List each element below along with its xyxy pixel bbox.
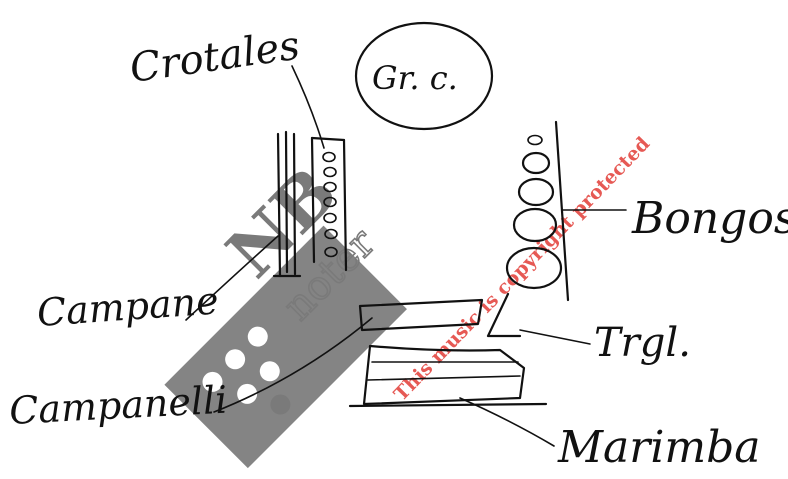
label-campane: Campane — [36, 278, 220, 335]
label-crotales: Crotales — [127, 23, 302, 92]
label-bongos: Bongos — [631, 193, 788, 244]
label-triangle: Trgl. — [594, 320, 691, 366]
triangle-instrument — [488, 294, 590, 344]
label-marimba: Marimba — [557, 422, 761, 473]
crotale-disc — [323, 153, 335, 162]
label-campanelli: Campanelli — [8, 378, 228, 433]
crotale-disc — [324, 168, 336, 177]
crotales-leader-line — [292, 66, 324, 148]
campane-post — [286, 132, 287, 272]
marimba-bar-line — [368, 376, 520, 380]
bongo-drum — [519, 179, 553, 205]
campane-post — [294, 134, 295, 274]
bongo-drum — [528, 136, 542, 145]
label-gran-cassa: Gr. c. — [372, 59, 458, 97]
marimba-instrument — [350, 346, 554, 446]
bongo-drum — [523, 153, 549, 173]
triangle-leader-line — [520, 330, 590, 344]
crotales-rack-top — [312, 138, 344, 140]
